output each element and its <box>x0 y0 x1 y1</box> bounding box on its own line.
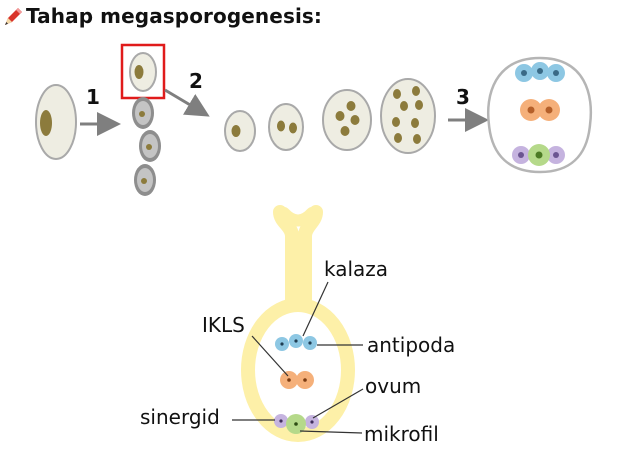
megaspore-mother-cell <box>35 84 77 160</box>
label-ovum: ovum <box>365 374 421 398</box>
antipoda-cells <box>275 334 317 351</box>
degenerate-megaspore <box>134 164 156 196</box>
functional-megaspore <box>129 52 157 92</box>
binucleate-embryo-sac <box>268 103 304 151</box>
label-ikls: IKLS <box>202 313 245 337</box>
leader-lines <box>232 281 364 434</box>
mononucleate-embryo-sac <box>224 110 256 152</box>
step-1-label: 1 <box>86 85 100 109</box>
label-mikrofil: mikrofil <box>364 422 439 446</box>
tetranucleate-embryo-sac <box>322 89 372 151</box>
step-2-label: 2 <box>189 69 203 93</box>
arrow-step-2 <box>164 88 210 117</box>
polar-nuclei <box>280 371 314 389</box>
page-title: Tahap megasporogenesis: <box>26 4 323 28</box>
degenerate-megaspore <box>132 97 154 129</box>
egg-cell <box>286 414 306 434</box>
step-3-label: 3 <box>456 85 470 109</box>
octonucleate-embryo-sac <box>380 78 436 154</box>
pencil-icon <box>2 6 24 28</box>
ovule-diagram <box>241 205 355 442</box>
synergid-cells <box>274 414 319 429</box>
label-antipoda: antipoda <box>367 333 455 357</box>
label-kalaza: kalaza <box>324 257 388 281</box>
degenerate-megaspore <box>139 130 161 162</box>
label-sinergid: sinergid <box>140 405 220 429</box>
mature-embryo-sac <box>487 56 593 174</box>
